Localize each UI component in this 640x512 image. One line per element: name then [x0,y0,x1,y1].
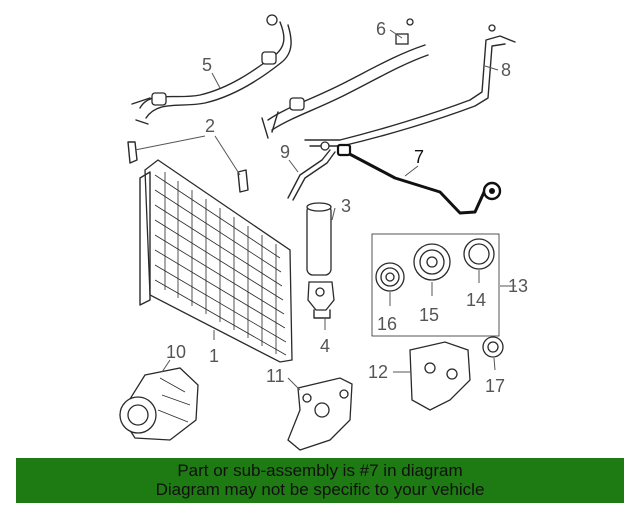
part-2-brackets[interactable] [127,141,249,193]
label-17: 17 [485,376,505,396]
info-banner: Part or sub-assembly is #7 in diagram Di… [16,458,624,503]
leader-lines [134,29,516,391]
part-16[interactable] [375,262,405,292]
banner-line-2: Diagram may not be specific to your vehi… [155,480,485,499]
label-5: 5 [202,55,212,75]
part-9-tube[interactable] [287,141,336,201]
label-11: 11 [266,366,285,386]
part-1-condenser[interactable] [139,159,293,363]
label-2: 2 [205,116,215,136]
part-17[interactable] [482,336,504,358]
label-1: 1 [209,346,219,366]
label-16: 16 [377,314,397,334]
part-3-drier[interactable] [306,202,332,276]
label-14: 14 [466,290,486,310]
exploded-parts-diagram: 5 2 6 8 7 9 3 4 1 10 16 15 14 13 17 12 1… [119,14,528,451]
part-4-bracket[interactable] [307,281,335,319]
part-11-bracket[interactable] [287,377,353,451]
part-7-line[interactable] [336,143,502,215]
label-13: 13 [508,276,528,296]
part-10-compressor[interactable] [119,367,199,441]
part-6-hose[interactable] [261,18,429,139]
part-12-bracket[interactable] [409,341,471,411]
banner-line-1: Part or sub-assembly is #7 in diagram [177,461,463,480]
label-12: 12 [368,362,388,382]
part-5-hose[interactable] [131,14,292,125]
label-9: 9 [280,142,290,162]
part-8-tube[interactable] [304,24,516,147]
label-3: 3 [341,196,351,216]
part-15[interactable] [413,243,451,281]
part-14[interactable] [463,238,495,270]
label-4: 4 [320,336,330,356]
label-8: 8 [501,60,511,80]
label-15: 15 [419,305,439,325]
label-6: 6 [376,19,386,39]
label-7: 7 [414,147,424,167]
label-10: 10 [166,342,186,362]
kit-13-box [371,233,500,337]
